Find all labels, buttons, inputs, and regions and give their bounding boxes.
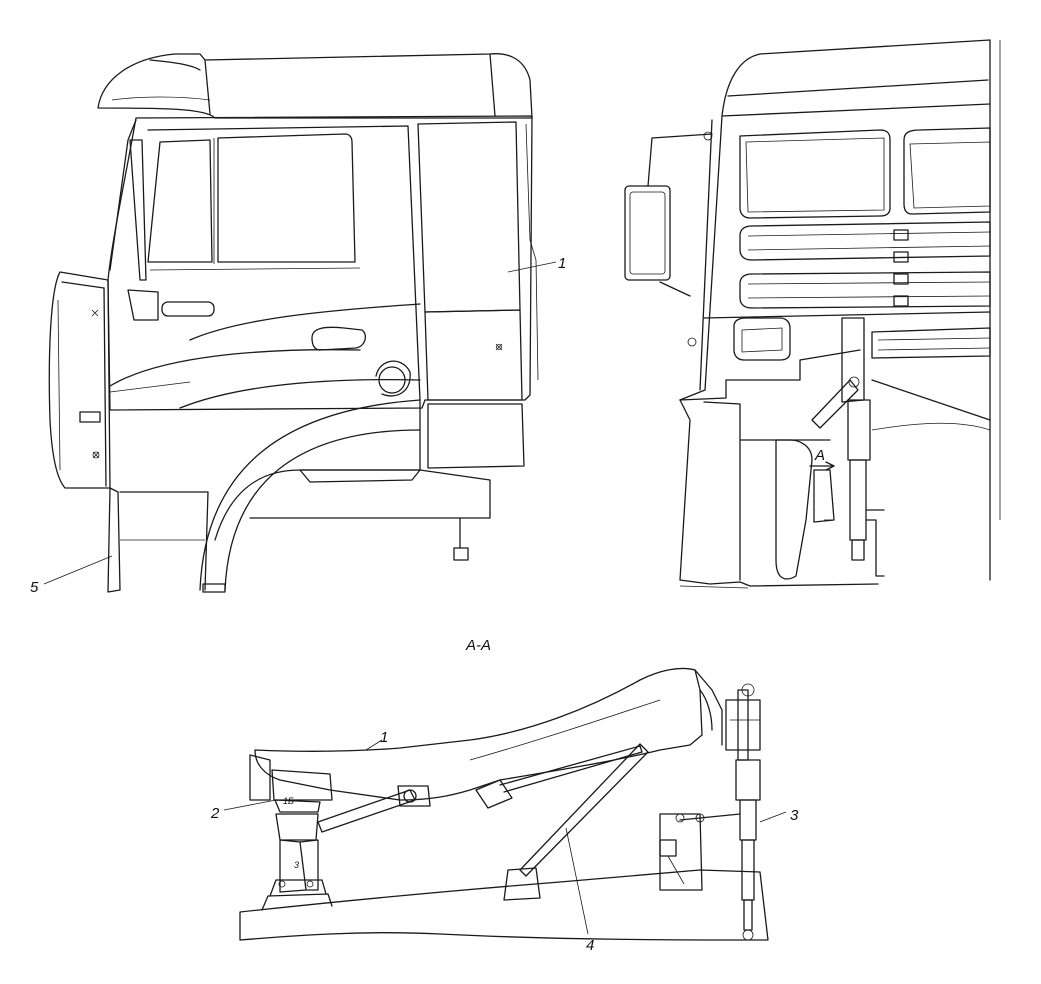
cab-side-view — [48, 53, 539, 593]
callout-5-side-label: 5 — [30, 579, 39, 596]
callout-1-section: 1 — [365, 729, 388, 751]
section-aa-view — [239, 667, 769, 941]
callout-3-section: 3 — [759, 807, 799, 824]
callout-3-section-label: 3 — [790, 807, 799, 824]
callout-4-section: 4 — [565, 827, 594, 954]
callout-2-section-label: 2 — [210, 805, 220, 822]
callout-2-section: 2 — [210, 799, 277, 822]
callout-5-side: 5 — [30, 555, 113, 596]
callout-1-side-label: 1 — [558, 255, 566, 272]
mark-1b: 1Б — [283, 796, 294, 806]
callout-1-section-label: 1 — [380, 729, 388, 746]
mark-3: 3 — [294, 860, 299, 870]
section-title: A-A — [465, 637, 491, 654]
callout-4-section-label: 4 — [586, 937, 594, 954]
callout-1-side: 1 — [507, 255, 566, 273]
cab-rear-view: A — [624, 39, 1001, 589]
view-marker-a: A — [814, 447, 825, 464]
